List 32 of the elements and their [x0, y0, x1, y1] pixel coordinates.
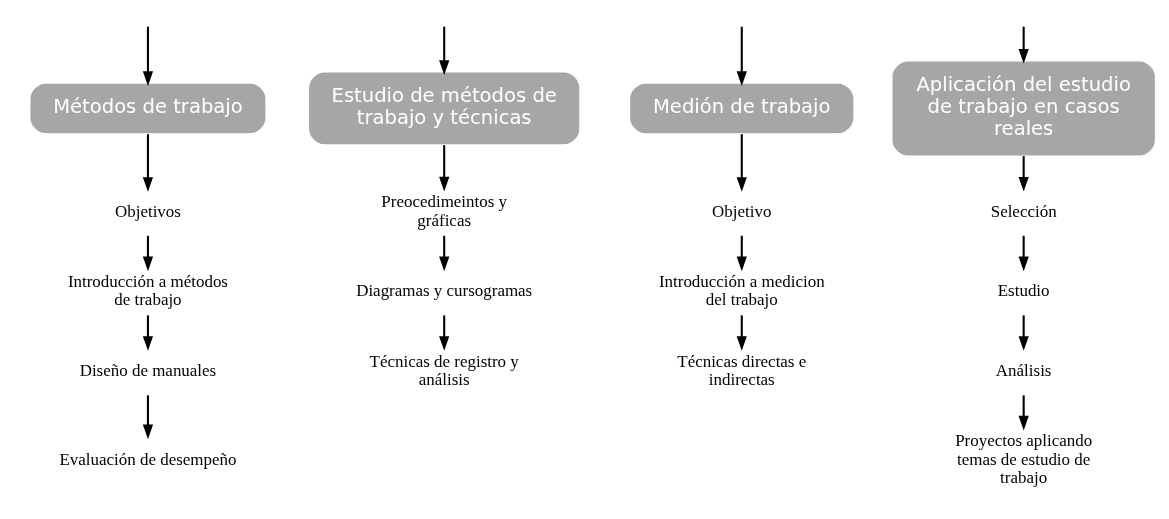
arrow	[736, 235, 747, 271]
node-text: Evaluación de desempeño	[59, 449, 237, 469]
arrow	[1018, 394, 1029, 430]
arrow	[142, 314, 154, 351]
node-text: Preocedimeintos y gráficas	[381, 191, 508, 230]
node-text: Selección	[990, 201, 1057, 221]
node-text: Objetivo	[712, 201, 772, 221]
node-box: Medión de trabajo	[628, 81, 855, 135]
node-box: Estudio de métodos de trabajo y técnicas	[307, 70, 581, 146]
arrow	[1018, 314, 1029, 351]
node-text: Proyectos aplicando temas de estudio de trabajo	[955, 430, 1093, 487]
arrow	[142, 133, 154, 192]
arrow	[439, 144, 450, 191]
node-box: Aplicación del estudio de trabajo en casos reales	[891, 59, 1157, 157]
arrow	[736, 133, 747, 192]
arrow	[142, 235, 154, 271]
node-text: Objetivos	[114, 201, 181, 221]
node-text: Introducción a medicion del trabajo	[658, 271, 825, 309]
node-text: Diagramas y cursogramas	[356, 280, 533, 300]
arrow	[142, 394, 154, 439]
node-text: Diseño de manuales	[79, 360, 217, 380]
arrow	[1018, 235, 1029, 271]
node-text: Técnicas de registro y análisis	[369, 351, 519, 389]
node-text: Introducción a métodos de trabajo	[67, 271, 228, 309]
arrow	[736, 314, 747, 351]
arrow	[1018, 155, 1029, 192]
arrow	[439, 235, 450, 271]
node-text: Análisis	[995, 360, 1052, 380]
node-box: Métodos de trabajo	[29, 81, 267, 135]
node-text: Técnicas directas e indirectas	[677, 351, 807, 389]
node-text: Estudio	[997, 280, 1050, 300]
arrow	[439, 314, 450, 351]
